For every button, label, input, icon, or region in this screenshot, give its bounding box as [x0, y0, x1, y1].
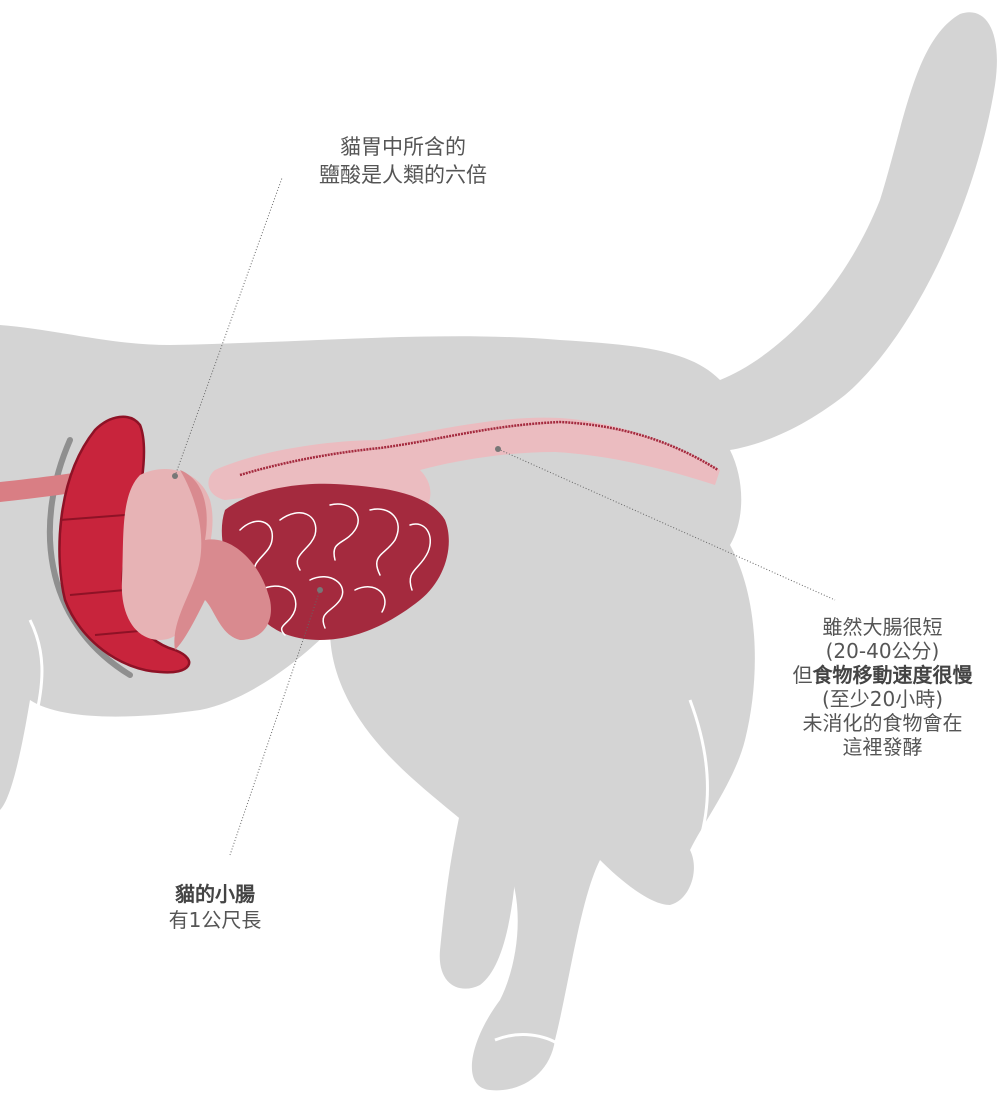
small-intestine-annotation-title: 貓的小腸 [175, 882, 255, 906]
small-intestine-annotation: 貓的小腸 有1公尺長 [130, 881, 300, 933]
large-intestine-annotation-emphasis: 食物移動速度很慢 [813, 663, 973, 687]
stomach-leader-dot [172, 473, 178, 479]
small-intestine-annotation-line2: 有1公尺長 [130, 907, 300, 933]
large-intestine-leader-dot [495, 446, 501, 452]
large-intestine-annotation-line5: 未消化的食物會在 [760, 711, 1005, 735]
large-intestine-annotation-line3: 但食物移動速度很慢 [760, 663, 1005, 687]
large-intestine-annotation-line6: 這裡發酵 [760, 735, 1005, 759]
large-intestine-annotation-line4: (至少20小時) [760, 687, 1005, 711]
large-intestine-annotation: 雖然大腸很短 (20-40公分) 但食物移動速度很慢 (至少20小時) 未消化的… [760, 615, 1005, 759]
large-intestine-annotation-prefix: 但 [793, 663, 813, 687]
large-intestine-annotation-line1: 雖然大腸很短 [760, 615, 1005, 639]
large-intestine-annotation-line2: (20-40公分) [760, 639, 1005, 663]
stomach-annotation-line2: 鹽酸是人類的六倍 [288, 161, 518, 189]
small-intestine-leader-dot [317, 587, 323, 593]
stomach-annotation: 貓胃中所含的 鹽酸是人類的六倍 [288, 133, 518, 189]
stomach-annotation-line1: 貓胃中所含的 [288, 133, 518, 161]
